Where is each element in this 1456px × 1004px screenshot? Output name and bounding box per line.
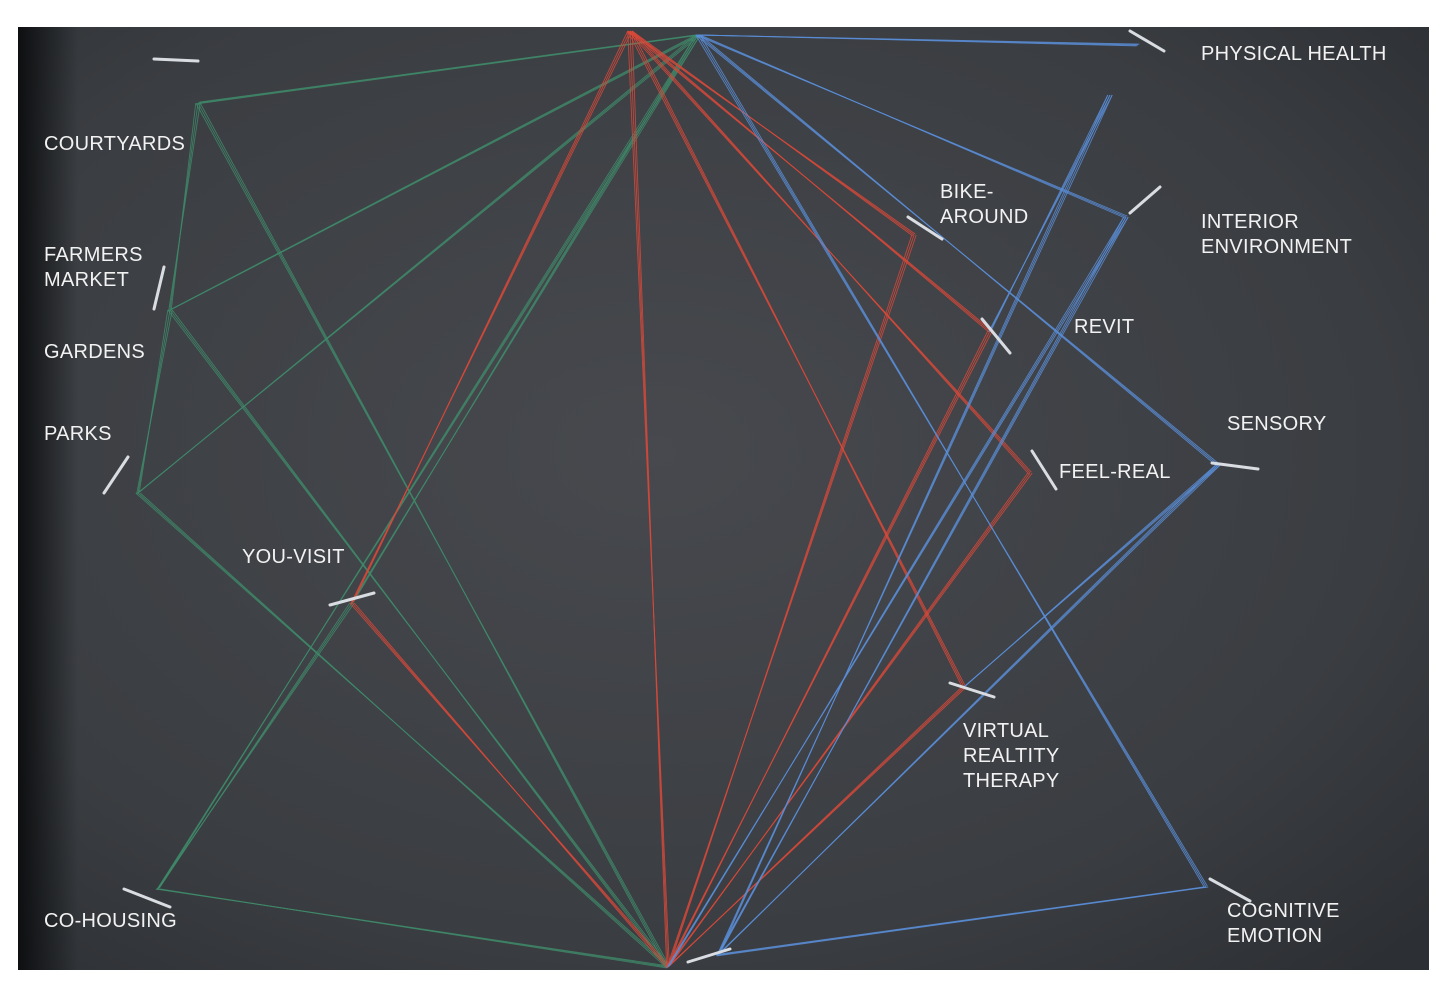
pin-group [102,29,1260,964]
label-interior-environment: INTERIOR ENVIRONMENT [1201,211,1353,258]
green-thread [171,309,668,969]
green-thread [160,888,667,969]
label-revit: REVIT [1074,316,1135,338]
board-background [18,27,1429,970]
pin-co-housing [122,887,172,909]
green-thread [199,102,668,969]
blue-thread [716,886,1209,957]
green-thread [138,309,169,493]
pin-bike-around [906,215,944,241]
red-thread [631,30,913,237]
green-thread [136,34,701,495]
pin-virtual-reality-therapy [948,681,996,699]
blue-thread [988,94,1113,333]
label-farmers-market: FARMERS MARKET [44,244,143,291]
thread-group [135,30,1221,969]
red-thread [631,30,964,689]
green-thread [156,602,355,891]
blue-thread [700,34,1137,47]
label-sensory: SENSORY [1227,413,1327,435]
string-art-board: COURTYARDS FARMERS MARKET GARDENS PARKS … [18,27,1429,970]
green-thread [169,102,199,311]
green-thread [168,102,201,311]
green-thread [168,34,701,312]
label-you-visit: YOU-VISIT [242,546,345,568]
label-bike-around: BIKE- AROUND [940,181,1029,228]
pin-interior-environment [1128,185,1162,215]
green-thread [136,309,173,494]
green-thread [350,34,701,605]
blue-thread [716,464,1221,957]
red-thread [666,686,967,969]
thread-artwork [18,27,1429,970]
label-parks: PARKS [44,423,112,445]
pin-bottom [686,947,732,964]
red-thread [666,472,1033,969]
pin-you-visit [328,591,376,607]
pin-parks [102,455,130,495]
pin-revit [980,317,1012,355]
label-gardens: GARDENS [44,341,146,363]
red-thread [668,234,913,967]
pin-feel-real [1030,449,1058,491]
label-feel-real: FEEL-REAL [1059,461,1171,483]
green-thread [196,34,701,105]
blue-thread [666,216,1129,969]
green-thread [170,102,197,310]
green-thread [137,309,171,494]
label-courtyards: COURTYARDS [44,133,186,155]
label-co-housing: CO-HOUSING [44,910,177,932]
blue-thread [716,94,1113,957]
pin-courtyards [152,57,200,63]
blue-thread [699,34,1206,889]
red-thread [631,30,989,333]
red-thread [667,234,915,968]
board-left-shadow [18,27,78,970]
label-cognitive-emotion: COGNITIVE EMOTION [1227,900,1340,947]
pin-sensory [1210,461,1260,471]
blue-thread [700,34,1125,219]
blue-thread [716,216,1129,957]
pin-cognitive-emotion [1208,877,1252,903]
red-thread [353,602,668,969]
blue-thread [962,464,1221,689]
pin-physical-health [1128,29,1166,53]
red-thread [350,30,633,605]
pin-farmers-market [152,265,166,311]
red-thread [631,30,1030,475]
red-thread [631,30,668,968]
red-thread [666,234,917,969]
blue-thread [699,34,1217,467]
green-thread [139,492,667,969]
label-virtual-reality-therapy: VIRTUAL REALTITY THERAPY [963,720,1060,792]
label-physical-health: PHYSICAL HEALTH [1201,43,1387,65]
